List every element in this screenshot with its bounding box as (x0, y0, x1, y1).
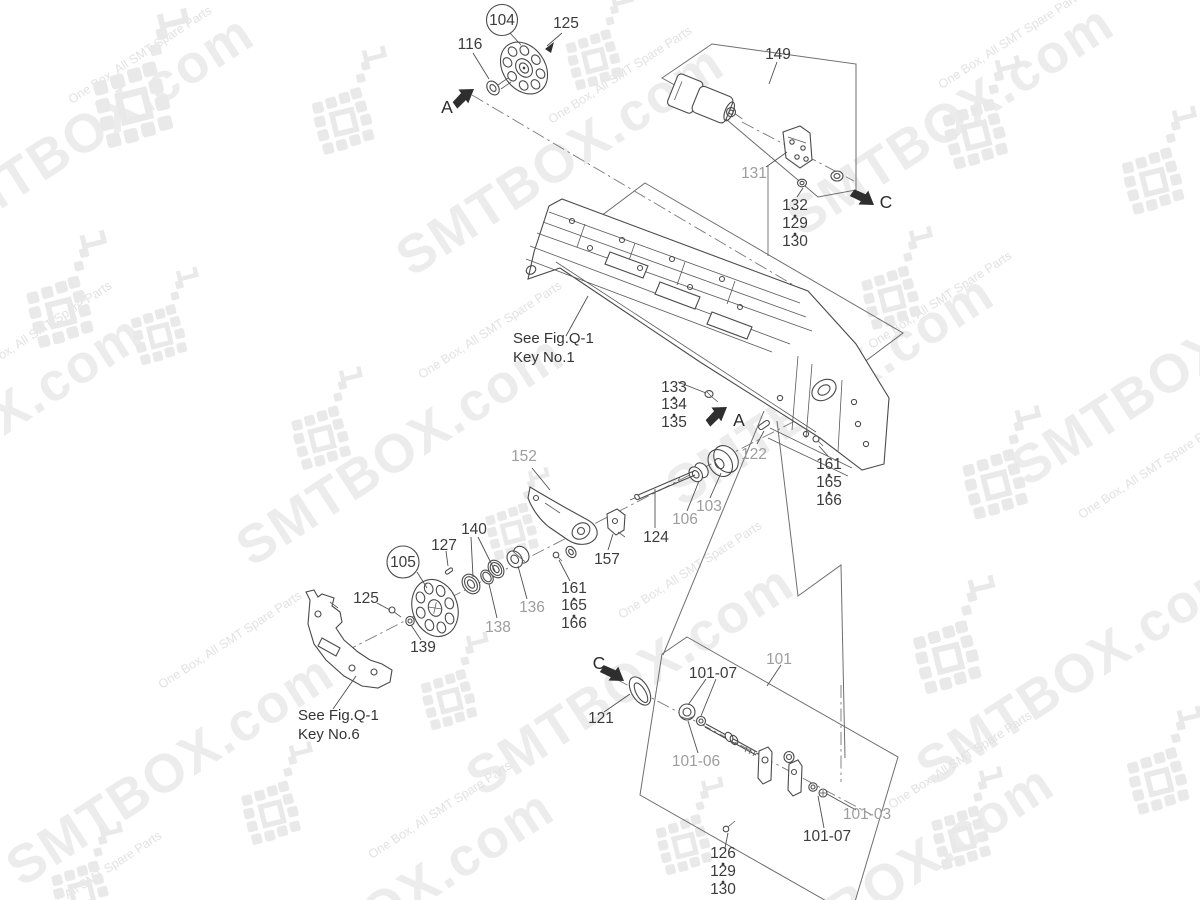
part-116-washer (486, 80, 500, 96)
callout-165-mid: 165 (561, 597, 587, 614)
callout-166-mid: 166 (561, 615, 587, 632)
part-127-pin (444, 567, 454, 575)
part-125-screw-bottom (388, 606, 402, 618)
part-132-nut (796, 178, 808, 188)
callout-10103: 101-03 (843, 806, 891, 823)
view-arrows (452, 89, 874, 681)
mid-shaft-assembly (444, 390, 824, 595)
callout-103: 103 (696, 498, 722, 515)
callout-106: 106 (672, 511, 698, 528)
region-outline-boxes (544, 43, 904, 900)
callout-131: 131 (741, 165, 767, 182)
part-122-pin (758, 419, 770, 431)
callout-135: 135 (661, 414, 687, 431)
assembly-101 (628, 676, 828, 833)
note-key6-line2: Key No.6 (298, 726, 360, 743)
view-arrow-c-top (849, 189, 874, 205)
view-arrow-a-mid (705, 407, 727, 427)
view-label-a-mid: A (733, 410, 745, 430)
part-101-bracket-b (787, 759, 803, 797)
callout-125-top: 125 (553, 15, 579, 32)
part-124-shaft (629, 470, 696, 501)
callout-129: 129 (782, 215, 808, 232)
stack-separator-dots (721, 862, 725, 884)
callout-116: 116 (458, 36, 483, 53)
part-10103-washer-screw (808, 782, 828, 798)
leader-lines (332, 32, 857, 849)
stack-separator-dots (827, 473, 831, 495)
callout-152: 152 (511, 448, 537, 465)
callout-10107-top: 101-07 (689, 665, 737, 682)
callout-130: 130 (782, 233, 808, 250)
part-149-motor-assembly (666, 73, 844, 188)
view-label-c-bot: C (593, 653, 606, 673)
callout-140: 140 (461, 521, 487, 538)
view-label-a-top: A (441, 97, 453, 117)
view-arrow-a-top (452, 89, 474, 109)
part-104-sprocket (486, 41, 549, 96)
part-131-bracket (782, 125, 813, 169)
part-103-flange (707, 445, 739, 478)
callout-161-right: 161 (816, 456, 842, 473)
callout-132: 132 (782, 197, 808, 214)
part-105-sprocket (305, 579, 459, 689)
callout-10107-bottom: 101-07 (803, 828, 851, 845)
callout-circle-104 (485, 3, 519, 37)
part-101-shaft (704, 723, 764, 758)
part-101-nut (783, 750, 795, 764)
callout-circle-105 (386, 545, 420, 579)
callout-124: 124 (643, 529, 669, 546)
callout-134: 134 (661, 396, 687, 413)
callout-161-mid: 161 (561, 580, 587, 597)
callout-166-right: 166 (816, 492, 842, 509)
part-136-bushing (506, 545, 530, 569)
callout-104: 104 (489, 12, 515, 29)
callout-138: 138 (485, 619, 511, 636)
callout-149: 149 (765, 46, 791, 63)
part-152-lever (527, 486, 598, 559)
callout-10106: 101-06 (672, 753, 720, 770)
callout-125-bottom: 125 (353, 590, 379, 607)
part-101-bracket-a (757, 746, 773, 785)
part-10106-bearing (678, 703, 696, 721)
part-121-loop (628, 676, 652, 706)
callout-133: 133 (661, 379, 687, 396)
part-133-screw (704, 390, 719, 403)
callout-126: 126 (710, 845, 736, 862)
callout-165-right: 165 (816, 474, 842, 491)
part-161-screw-mid (552, 551, 563, 562)
callout-127: 127 (431, 537, 457, 554)
part-161-screw-right (812, 435, 824, 447)
side-plate-key6 (305, 589, 393, 689)
callout-139: 139 (410, 639, 436, 656)
flanged-nut (830, 170, 844, 182)
note-key1-line1: See Fig.Q-1 (513, 330, 594, 347)
callout-122: 122 (741, 446, 767, 463)
stack-separator-dots (572, 597, 576, 618)
part-126-screw (722, 820, 736, 833)
part-106-collar (688, 462, 709, 483)
callout-136: 136 (519, 599, 545, 616)
callout-labels: 104 125 116 A 149 131 132 129 130 C See … (298, 3, 893, 898)
view-arrow-c-bot (599, 665, 624, 681)
feeder-chassis-drawing (525, 166, 890, 477)
part-10107-washer (695, 715, 707, 727)
stack-separator-dots (793, 214, 797, 236)
callout-121: 121 (588, 710, 614, 727)
callout-105: 105 (390, 554, 416, 571)
callout-130-bottom: 130 (710, 881, 736, 898)
part-139-nut (405, 615, 415, 627)
note-key1-line2: Key No.1 (513, 349, 575, 366)
callout-129-bottom: 129 (710, 863, 736, 880)
note-key6-line1: See Fig.Q-1 (298, 707, 379, 724)
callout-101: 101 (766, 651, 792, 668)
part-157-bracket (606, 508, 626, 538)
stack-separator-dots (672, 396, 676, 417)
view-label-c-top: C (880, 192, 893, 212)
callout-157: 157 (594, 551, 620, 568)
